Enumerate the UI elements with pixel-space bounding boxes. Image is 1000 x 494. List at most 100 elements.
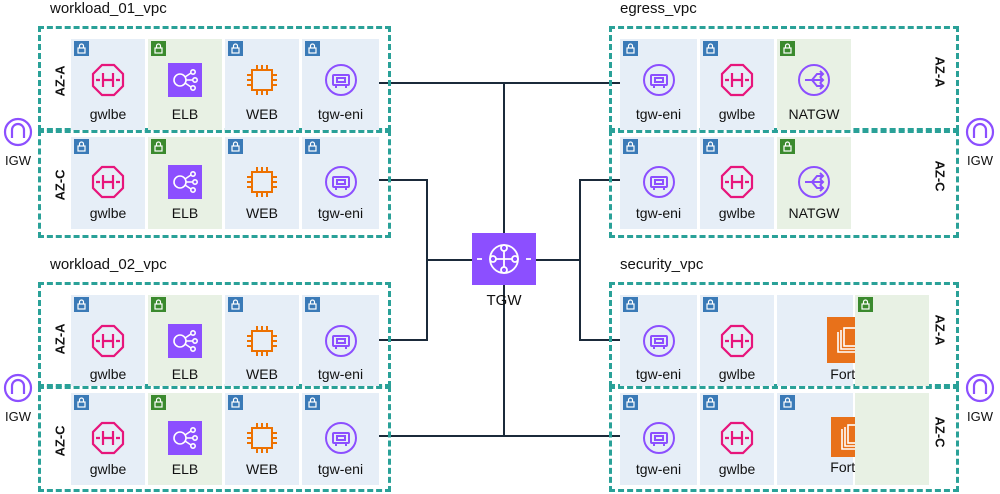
elb-icon — [168, 421, 202, 455]
subnet-fortinet-public — [855, 393, 929, 485]
subnet-tgw-eni: tgw-eni — [620, 39, 697, 130]
subnet-web: WEB — [225, 39, 299, 130]
cell-label: WEB — [246, 366, 278, 382]
lock-icon — [305, 395, 320, 410]
lock-icon — [858, 297, 873, 312]
lock-icon — [151, 139, 166, 154]
az-label: AZ-C — [932, 416, 948, 448]
cell-label: gwlbe — [89, 366, 127, 382]
web-chip-icon — [247, 326, 277, 356]
az-label: AZ-C — [52, 169, 68, 201]
web-chip-icon — [247, 423, 277, 453]
igw-workload-01: IGW — [0, 117, 38, 168]
lock-icon — [623, 395, 638, 410]
subnet-gwlbe: gwlbe — [71, 137, 145, 229]
subnet-tgw-eni: tgw-eni — [620, 295, 697, 386]
subnet-fortinet: Fortinet — [777, 295, 878, 386]
lock-icon — [780, 139, 795, 154]
cell-label: gwlbe — [718, 205, 756, 221]
cell-label: ELB — [171, 106, 199, 122]
cell-label: tgw-eni — [635, 106, 682, 122]
subnet-tgw-eni: tgw-eni — [302, 137, 379, 229]
tgw-label: TGW — [486, 292, 522, 309]
subnet-fortinet: Fortinet — [777, 393, 878, 485]
igw-workload-02: IGW — [0, 373, 38, 424]
subnet-gwlbe: gwlbe — [71, 295, 145, 386]
lock-icon — [151, 41, 166, 56]
subnet-gwlbe: gwlbe — [71, 393, 145, 485]
subnet-web: WEB — [225, 137, 299, 229]
lock-icon — [623, 139, 638, 154]
subnet-gwlbe: gwlbe — [700, 295, 774, 386]
subnet-web: WEB — [225, 295, 299, 386]
cell-label: gwlbe — [89, 205, 127, 221]
az-label: AZ-A — [52, 323, 68, 355]
vpc-workload-02-az-a: AZ-A gwlbe ELB WEB tgw-eni — [38, 282, 391, 387]
lock-icon — [151, 395, 166, 410]
tgw-eni-icon — [642, 64, 675, 96]
tgw-eni-icon — [324, 325, 357, 357]
igw-label: IGW — [967, 153, 993, 168]
cell-label: tgw-eni — [317, 205, 364, 221]
lock-icon — [228, 139, 243, 154]
lock-icon — [623, 41, 638, 56]
az-label: AZ-A — [52, 65, 68, 97]
internet-gateway-icon — [965, 373, 995, 403]
cell-label: gwlbe — [718, 461, 756, 477]
lock-icon — [305, 297, 320, 312]
vpc-security-az-c: tgw-eni gwlbe Fortinet AZ-C — [609, 386, 959, 492]
vpc-title-security: security_vpc — [620, 256, 704, 273]
lock-icon — [703, 297, 718, 312]
igw-label: IGW — [967, 409, 993, 424]
cell-label: ELB — [171, 366, 199, 382]
subnet-elb: ELB — [148, 295, 222, 386]
gwlbe-icon — [720, 63, 754, 97]
lock-icon — [305, 139, 320, 154]
igw-security: IGW — [960, 373, 1000, 424]
cell-label: tgw-eni — [317, 106, 364, 122]
vpc-workload-01-az-a: AZ-A gwlbe ELB WEB tgw-eni — [38, 26, 391, 131]
web-chip-icon — [247, 167, 277, 197]
gwlbe-icon — [91, 421, 125, 455]
subnet-gwlbe: gwlbe — [71, 39, 145, 130]
subnet-elb: ELB — [148, 393, 222, 485]
subnet-tgw-eni: tgw-eni — [302, 39, 379, 130]
cell-label: gwlbe — [89, 106, 127, 122]
az-label: AZ-C — [932, 160, 948, 192]
igw-label: IGW — [5, 409, 31, 424]
vpc-title-workload-01: workload_01_vpc — [50, 0, 167, 17]
subnet-natgw: NATGW — [777, 137, 851, 229]
cell-label: WEB — [246, 205, 278, 221]
cell-label: tgw-eni — [317, 366, 364, 382]
cell-label: NATGW — [788, 106, 840, 122]
lock-icon — [228, 41, 243, 56]
cell-label: tgw-eni — [635, 366, 682, 382]
cell-label: NATGW — [788, 205, 840, 221]
lock-icon — [74, 395, 89, 410]
gwlbe-icon — [720, 165, 754, 199]
lock-icon — [74, 139, 89, 154]
cell-label: gwlbe — [718, 366, 756, 382]
web-chip-icon — [247, 65, 277, 95]
vpc-egress-az-c: tgw-eni gwlbe NATGW AZ-C — [609, 130, 959, 238]
lock-icon — [703, 139, 718, 154]
lock-icon — [703, 395, 718, 410]
igw-egress: IGW — [960, 117, 1000, 168]
lock-icon — [623, 297, 638, 312]
vpc-title-workload-02: workload_02_vpc — [50, 256, 167, 273]
tgw-eni-icon — [324, 166, 357, 198]
subnet-gwlbe: gwlbe — [700, 393, 774, 485]
az-label: AZ-C — [52, 425, 68, 457]
elb-icon — [168, 165, 202, 199]
tgw-eni-icon — [324, 64, 357, 96]
vpc-workload-01-az-c: AZ-C gwlbe ELB WEB tgw-eni — [38, 130, 391, 238]
gwlbe-icon — [91, 63, 125, 97]
subnet-gwlbe: gwlbe — [700, 39, 774, 130]
gwlbe-icon — [720, 421, 754, 455]
cell-label: gwlbe — [718, 106, 756, 122]
elb-icon — [168, 324, 202, 358]
subnet-tgw-eni: tgw-eni — [620, 137, 697, 229]
natgw-icon — [798, 64, 830, 96]
lock-icon — [74, 297, 89, 312]
